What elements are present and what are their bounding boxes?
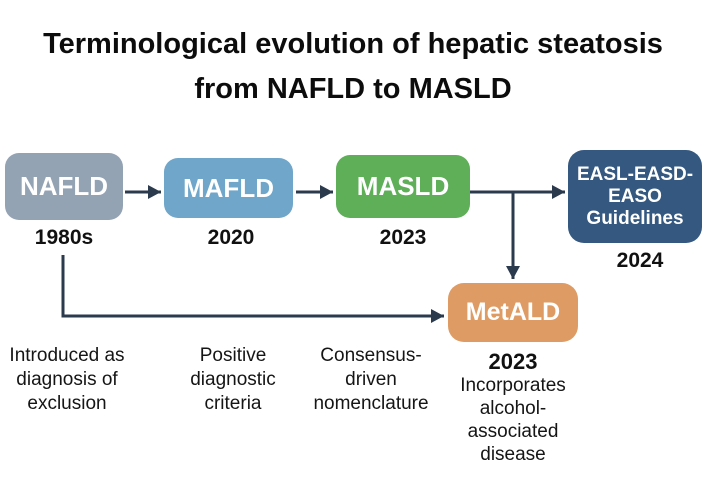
mafld-box: MAFLD — [164, 158, 293, 218]
arrow-nafld-to-metald — [61, 255, 444, 323]
nafld-box: NAFLD — [5, 153, 123, 220]
mafld-year: 2020 — [207, 226, 255, 249]
guidelines-box: EASL-EASD- EASO Guidelines — [568, 150, 702, 243]
metald-box: MetALD — [448, 283, 578, 342]
guidelines-year: 2024 — [616, 249, 664, 272]
diagram-title: Terminological evolution of hepatic stea… — [43, 28, 663, 105]
guidelines-label: EASL-EASD- EASO Guidelines — [576, 163, 694, 229]
masld-year: 2023 — [379, 226, 427, 249]
mafld-note: Positive diagnostic criteria — [190, 345, 276, 414]
masld-note: Consensus- driven nomenclature — [313, 345, 429, 414]
nafld-year: 1980s — [34, 226, 94, 249]
nafld-label: NAFLD — [19, 171, 109, 201]
masld-box: MASLD — [336, 155, 470, 218]
metald-year: 2023 — [488, 349, 538, 374]
mafld-label: MAFLD — [183, 172, 274, 203]
nafld-note: Introduced as diagnosis of exclusion — [9, 345, 125, 414]
metald-label: MetALD — [465, 298, 561, 326]
masld-label: MASLD — [356, 171, 450, 201]
metald-note: Incorporates alcohol- associated disease — [460, 375, 566, 465]
